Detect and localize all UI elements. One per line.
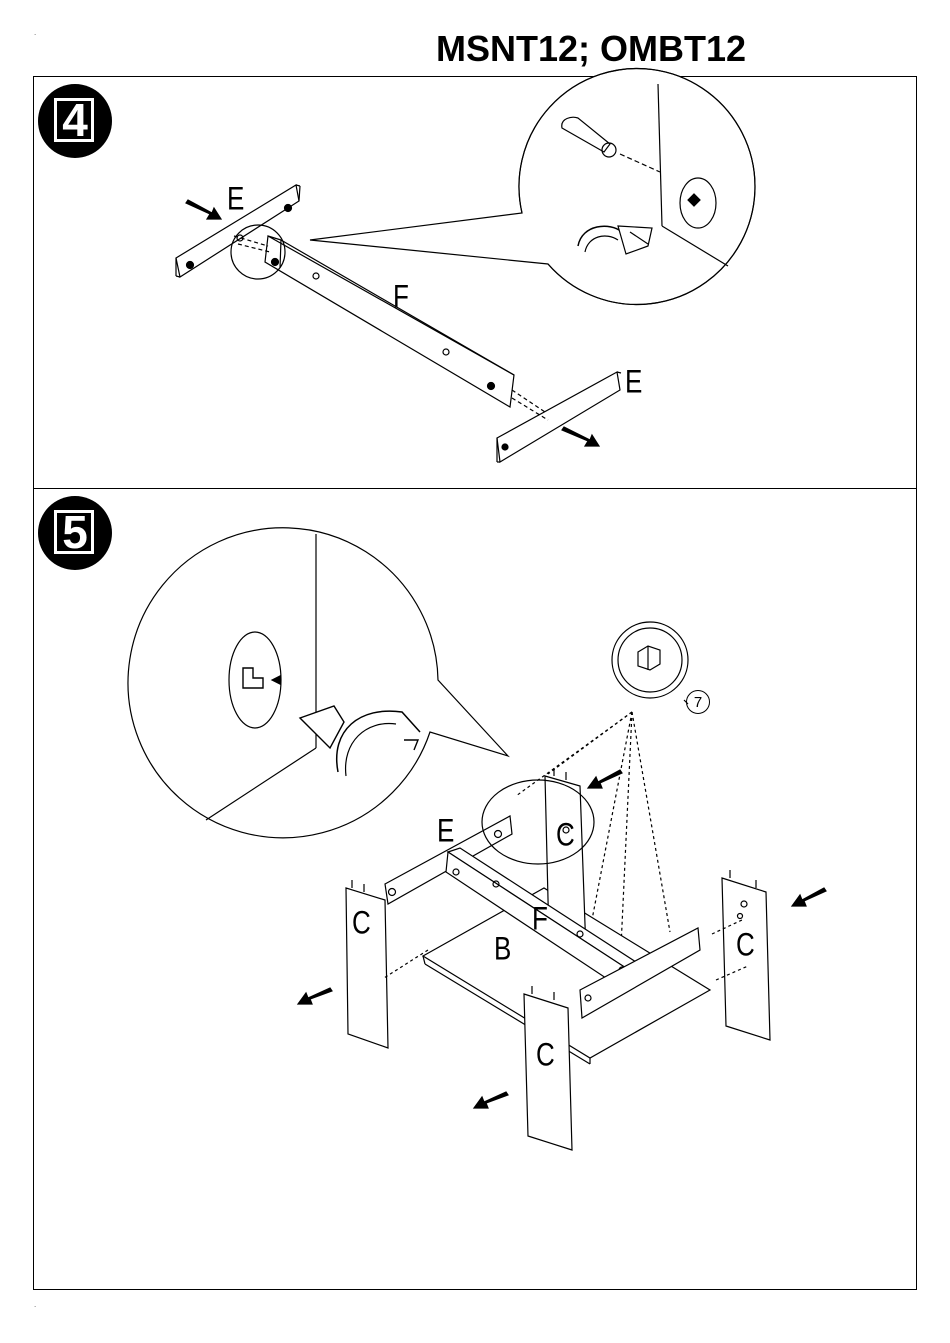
label-c-leg-front: C [536,1038,555,1071]
label-c-leg-right: C [736,928,755,961]
hex-connector-detail [612,622,688,698]
label-c-leg-back: C [556,818,575,851]
label-f-rail-5: F [532,902,548,935]
label-c-leg-left: C [352,906,371,939]
label-b-shelf: B [494,932,511,965]
cam-lock-detail-callout [128,528,508,838]
part-number-7: 7 [686,690,710,714]
label-e-top-board: E [437,814,454,847]
